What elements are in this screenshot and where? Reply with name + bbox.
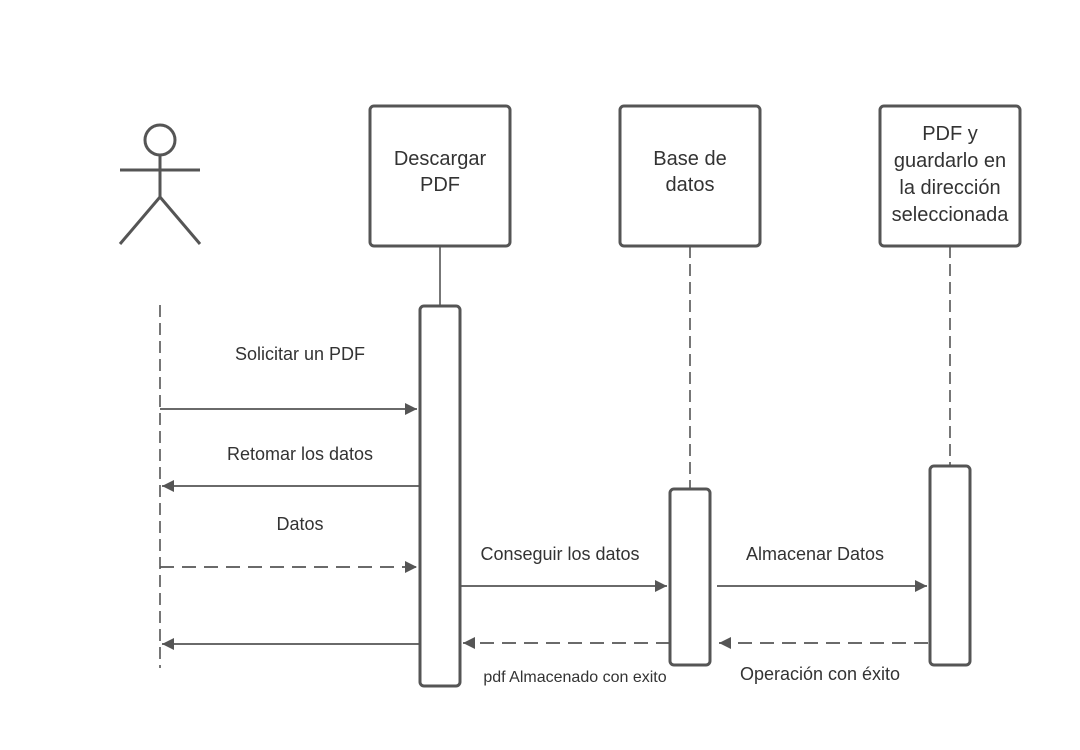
message-label-retomar: Retomar los datos: [227, 444, 373, 464]
message-label-almacenar: Almacenar Datos: [746, 544, 884, 564]
participant-guardar-line3: la dirección: [899, 177, 1000, 199]
descargar-activation-bar: [418, 304, 462, 688]
participant-base-de-datos: Base de datos: [618, 104, 762, 248]
participant-base-line2: datos: [666, 174, 715, 196]
participant-guardar-line4: seleccionada: [892, 204, 1010, 226]
participant-base-line1: Base de: [653, 148, 726, 170]
message-label-conseguir: Conseguir los datos: [480, 544, 639, 564]
participant-guardar-line1: PDF y: [922, 123, 978, 145]
actor-user-icon: [118, 123, 202, 245]
participant-descargar-pdf: Descargar PDF: [368, 104, 512, 248]
participant-guardar-line2: guardarlo en: [894, 150, 1006, 172]
message-label-datos: Datos: [276, 514, 323, 534]
message-label-pdf-almacenado: pdf Almacenado con exito: [483, 669, 666, 686]
message-label-solicitar: Solicitar un PDF: [235, 344, 365, 364]
guardar-activation-bar: [928, 464, 972, 667]
participant-descargar-line2: PDF: [420, 174, 460, 196]
participant-descargar-line1: Descargar: [394, 148, 487, 170]
participant-guardar-pdf: PDF y guardarlo en la dirección seleccio…: [878, 104, 1022, 248]
message-label-operacion: Operación con éxito: [740, 664, 900, 684]
base-activation-bar: [668, 487, 712, 667]
